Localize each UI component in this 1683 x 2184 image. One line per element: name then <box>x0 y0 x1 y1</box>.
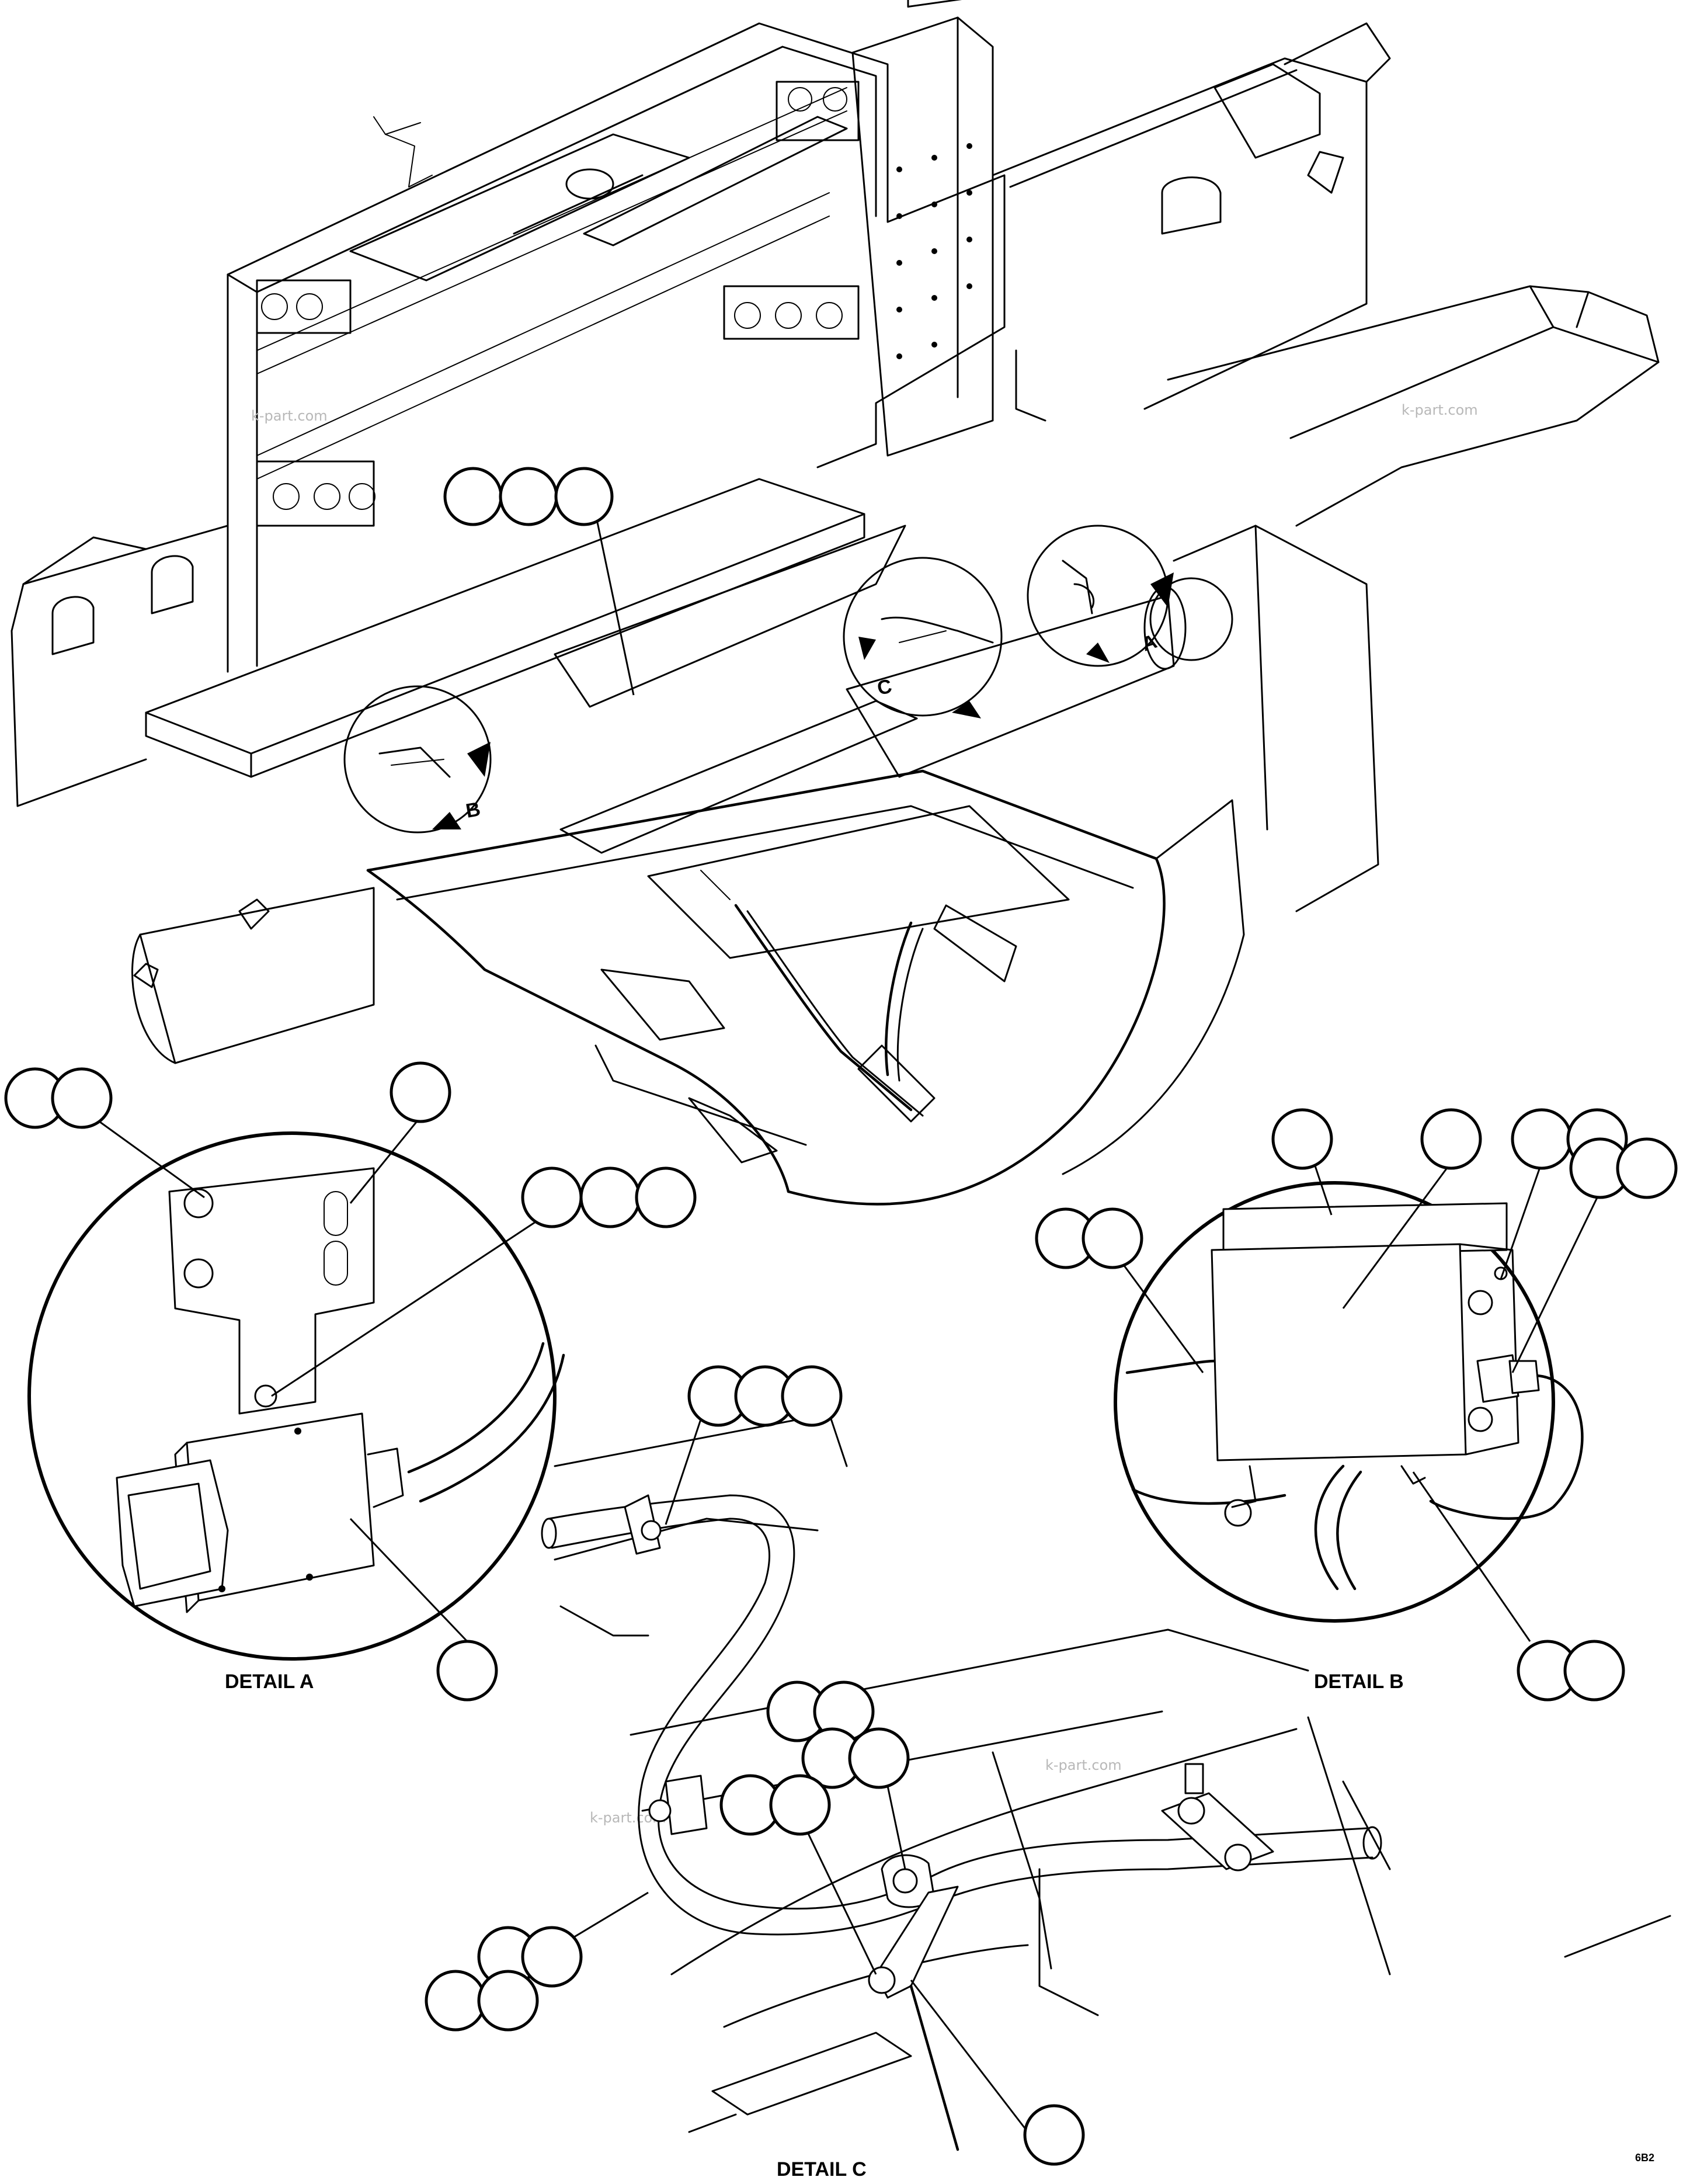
main-chassis-view: k-part.com k-part.com k-part.com k-part.… <box>11 0 1660 1826</box>
detail-b-label: DETAIL B <box>1314 1671 1404 1693</box>
column-bolt-holes <box>896 143 972 359</box>
detail-c-hose <box>541 1494 1382 1936</box>
wall-openings <box>256 81 860 527</box>
detail-b: DETAIL B <box>1035 1108 1678 1702</box>
detail-a: DETAIL A <box>4 1061 697 1702</box>
detail-c: DETAIL C <box>425 1365 1671 2180</box>
figure-code: 6B2 <box>1635 2152 1654 2164</box>
main-cylinder <box>846 577 1233 778</box>
detail-a-label: DETAIL A <box>225 1671 314 1693</box>
watermark-left: k-part.com <box>251 408 328 424</box>
callout-main-triple <box>443 467 635 696</box>
watermark-detail-c-right: k-part.com <box>1045 1757 1122 1773</box>
watermark-right: k-part.com <box>1402 402 1478 418</box>
view-letter-b: B <box>464 798 482 822</box>
detail-c-label: DETAIL C <box>777 2158 867 2180</box>
view-letter-c: C <box>875 675 894 700</box>
view-marker-c: C <box>843 557 1003 718</box>
view-marker-b: B <box>343 685 492 834</box>
center-cables <box>700 870 1017 1123</box>
